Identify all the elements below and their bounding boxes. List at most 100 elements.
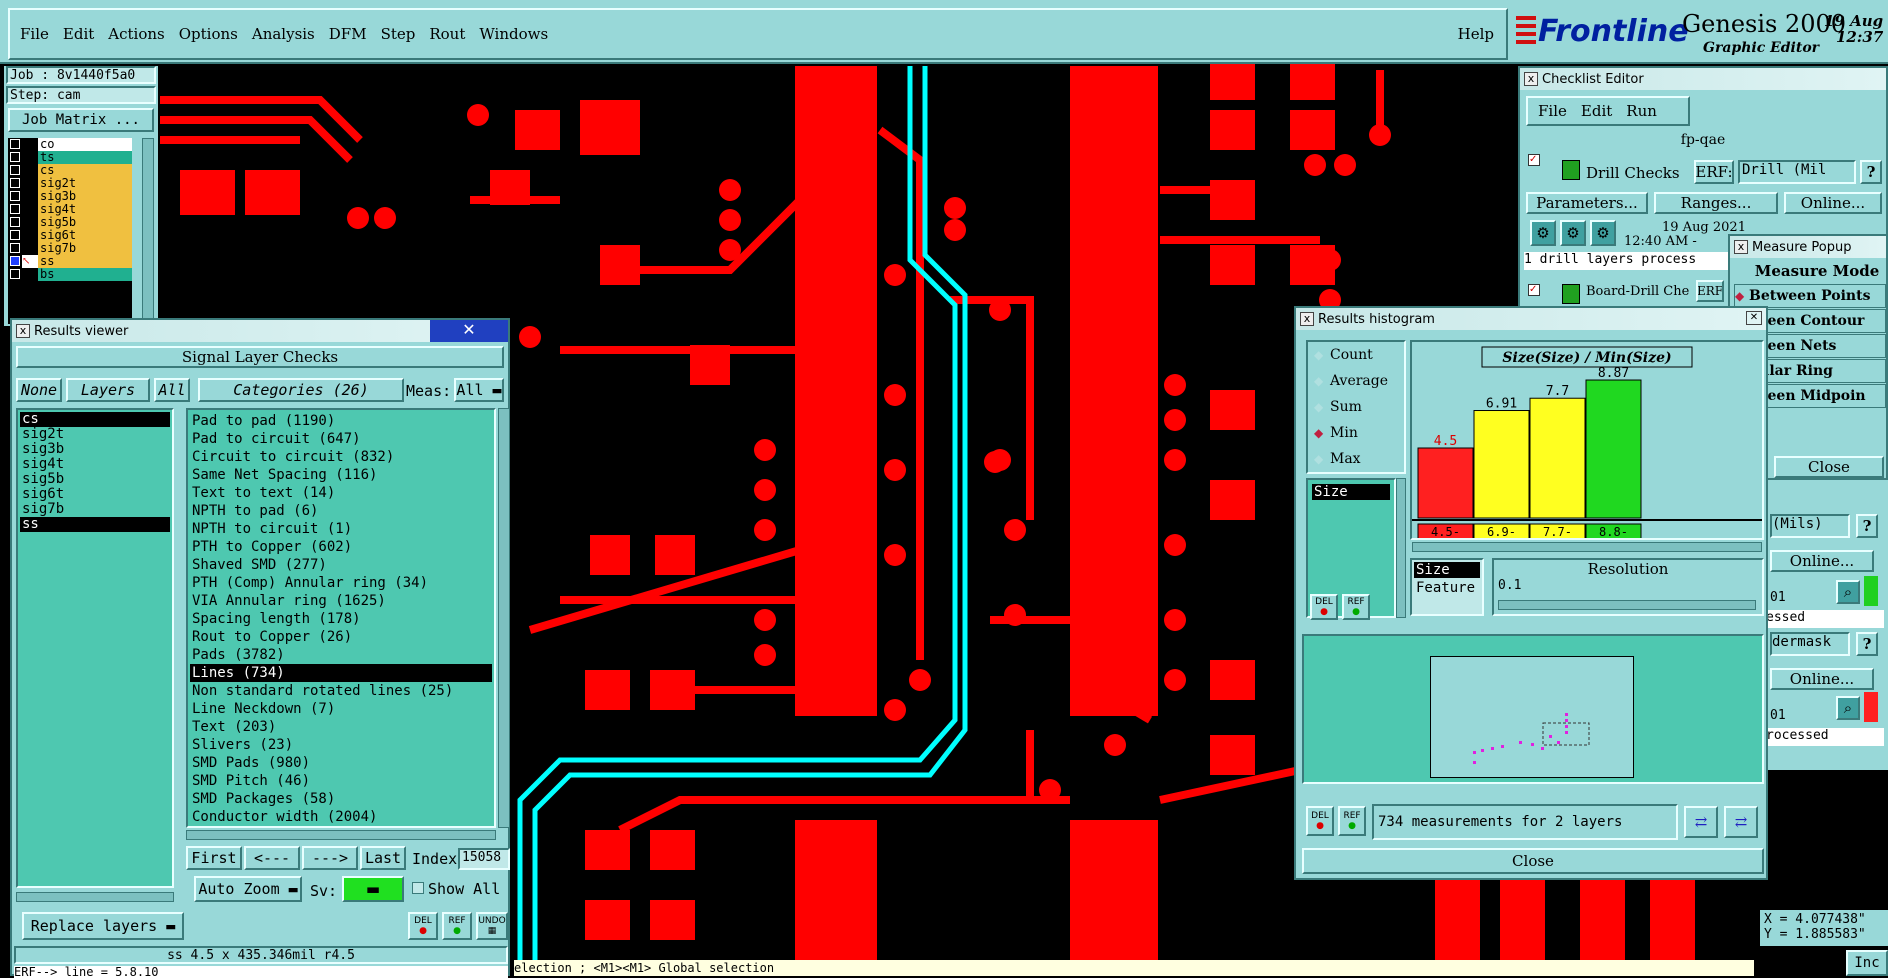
attribute-size[interactable]: Size xyxy=(1312,484,1390,500)
zoom-icon-2[interactable]: ⌕ xyxy=(1836,696,1860,720)
category-item[interactable]: PTH to Copper (602) xyxy=(192,539,353,555)
export-icon[interactable]: ⇄ xyxy=(1684,806,1718,838)
erf-value[interactable]: Drill (Mil xyxy=(1738,160,1856,184)
layer-hscrollbar[interactable] xyxy=(16,892,174,902)
close-icon[interactable]: ✕ xyxy=(430,320,508,342)
layer-name[interactable]: ss xyxy=(38,255,132,268)
checklist-menu-run[interactable]: Run xyxy=(1626,102,1657,120)
layer-name[interactable]: cs xyxy=(38,164,132,177)
menu-analysis[interactable]: Analysis xyxy=(251,25,315,43)
category-item[interactable]: Pads (3782) xyxy=(192,647,285,663)
category-item[interactable]: VIA Annular ring (1625) xyxy=(192,593,386,609)
layer-name[interactable]: sig2t xyxy=(38,177,132,190)
resolution-slider[interactable] xyxy=(1498,600,1756,610)
layer-checkbox[interactable] xyxy=(10,269,20,279)
first-button[interactable]: First xyxy=(186,846,242,870)
window-menu-icon[interactable]: x xyxy=(1734,240,1748,254)
sv-color-select[interactable]: ▬ xyxy=(342,876,404,902)
layer-checkbox[interactable] xyxy=(10,152,20,162)
erf-button[interactable]: ERF: xyxy=(1694,160,1734,184)
undo-button[interactable]: UNDO▦ xyxy=(476,912,508,940)
radio-icon[interactable]: ◆ xyxy=(1314,348,1324,362)
histogram-titlebar[interactable]: x Results histogram ✕ xyxy=(1296,308,1766,330)
menu-rout[interactable]: Rout xyxy=(429,25,466,43)
auto-zoom-select[interactable]: Auto Zoom ▬ xyxy=(194,876,302,902)
hist-del-button[interactable]: DEL● xyxy=(1310,594,1338,620)
aggregate-option[interactable]: ◆Count xyxy=(1308,342,1404,368)
resolution-list[interactable]: Size Feature xyxy=(1410,558,1484,616)
checklist-menu-file[interactable]: File xyxy=(1538,102,1567,120)
layer-row[interactable]: sig2t xyxy=(8,177,132,190)
aggregate-option[interactable]: ◆Min xyxy=(1308,420,1404,446)
show-all-checkbox[interactable] xyxy=(412,882,424,894)
meas-select[interactable]: All ▬ xyxy=(454,378,504,402)
layers-none-button[interactable]: None xyxy=(16,378,62,402)
category-item[interactable]: NPTH to pad (6) xyxy=(192,503,319,519)
layer-name[interactable]: sig3b xyxy=(38,190,132,203)
chart-hscrollbar[interactable] xyxy=(1412,542,1762,552)
layer-row[interactable]: sig4t xyxy=(8,203,132,216)
layer-scrollbar[interactable] xyxy=(142,138,154,324)
layer-name[interactable]: ts xyxy=(38,151,132,164)
layer-name[interactable]: sig4t xyxy=(38,203,132,216)
online-button-3[interactable]: Online... xyxy=(1770,668,1874,690)
category-item[interactable]: Lines (734) xyxy=(190,664,492,682)
ref-button[interactable]: REF● xyxy=(442,912,472,940)
layer-checkbox[interactable] xyxy=(10,191,20,201)
results-viewer-titlebar[interactable]: x Results viewer ✕ xyxy=(12,320,508,342)
help-button-3[interactable]: ? xyxy=(1856,632,1878,656)
attribute-scrollbar[interactable] xyxy=(1396,478,1406,618)
layer-list-item[interactable]: sig3b xyxy=(22,441,65,457)
prev-button[interactable]: <--- xyxy=(244,846,300,870)
category-item[interactable]: Spacing length (178) xyxy=(192,611,361,627)
radio-icon[interactable]: ◆ xyxy=(1314,452,1324,466)
categories-tab[interactable]: Categories (26) xyxy=(198,378,404,402)
checklist-menu-edit[interactable]: Edit xyxy=(1580,102,1613,120)
histogram-chart[interactable]: Size(Size) / Min(Size)4.56.917.78.874.5-… xyxy=(1412,342,1762,551)
help-button[interactable]: ? xyxy=(1860,160,1882,184)
layer-name[interactable]: co xyxy=(38,138,132,151)
category-item[interactable]: Rout to Copper (26) xyxy=(192,629,353,645)
category-list[interactable]: Pad to pad (1190)Pad to circuit (647)Cir… xyxy=(186,408,496,828)
layer-checkbox[interactable] xyxy=(10,217,20,227)
last-button[interactable]: Last xyxy=(360,846,406,870)
histogram-close-button[interactable]: Close xyxy=(1302,848,1764,874)
category-scrollbar[interactable] xyxy=(498,408,510,828)
report-icon[interactable]: ⇄ xyxy=(1724,806,1758,838)
layer-row[interactable]: bs xyxy=(8,268,132,281)
layer-checkbox[interactable] xyxy=(10,243,20,253)
inc-button[interactable]: Inc xyxy=(1846,950,1888,976)
category-item[interactable]: Conductor width (2004) xyxy=(192,809,378,825)
category-item[interactable]: Slivers (23) xyxy=(192,737,294,753)
menu-dfm[interactable]: DFM xyxy=(328,25,367,43)
measure-titlebar[interactable]: x Measure Popup xyxy=(1730,236,1886,258)
ranges-button[interactable]: Ranges... xyxy=(1654,192,1778,214)
parameters-button[interactable]: Parameters... xyxy=(1526,192,1648,214)
hist-ref-button[interactable]: REF● xyxy=(1342,594,1370,620)
layer-list-item[interactable]: sig4t xyxy=(22,456,65,472)
layer-row[interactable]: sig7b xyxy=(8,242,132,255)
layer-checkbox[interactable] xyxy=(10,178,20,188)
layer-name[interactable]: bs xyxy=(38,268,132,281)
next-button[interactable]: ---> xyxy=(302,846,358,870)
layer-list-item[interactable]: sig7b xyxy=(22,501,65,517)
menu-edit[interactable]: Edit xyxy=(62,25,95,43)
layers-tab[interactable]: Layers xyxy=(66,378,150,402)
board-drill-erf-button[interactable]: ERF xyxy=(1696,280,1724,302)
job-matrix-button[interactable]: Job Matrix ... xyxy=(8,108,154,132)
help-button-2[interactable]: ? xyxy=(1856,514,1878,538)
window-menu-icon[interactable]: x xyxy=(1524,72,1538,86)
soldermask-value[interactable]: dermask xyxy=(1770,632,1850,656)
category-item[interactable]: Shaved SMD (277) xyxy=(192,557,327,573)
index-input[interactable]: 15058 xyxy=(458,848,510,870)
menu-options[interactable]: Options xyxy=(178,25,238,43)
menu-help[interactable]: Help xyxy=(1457,25,1494,43)
replace-layers-select[interactable]: Replace layers ▬ xyxy=(22,912,184,940)
category-item[interactable]: Pad to circuit (647) xyxy=(192,431,361,447)
online-button-2[interactable]: Online... xyxy=(1770,550,1874,572)
category-item[interactable]: Text (203) xyxy=(192,719,277,735)
layer-row[interactable]: ↖ss xyxy=(8,255,132,268)
window-menu-icon[interactable]: x xyxy=(16,324,30,338)
measure-option[interactable]: ◆Between Points xyxy=(1734,284,1886,308)
run-all-icon[interactable]: ⚙ xyxy=(1590,220,1616,246)
